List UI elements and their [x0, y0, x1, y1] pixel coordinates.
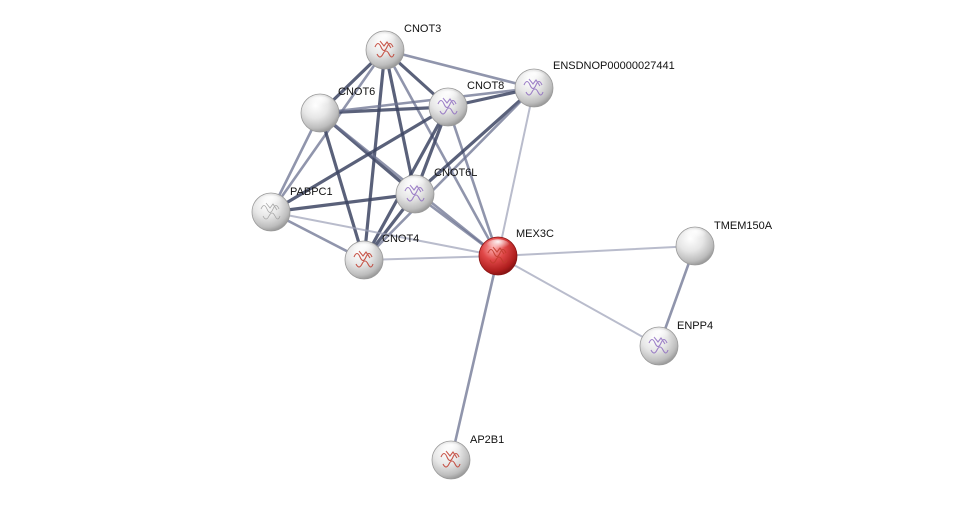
- edge-mex3c-ap2b1[interactable]: [449, 254, 500, 462]
- node-cnot8[interactable]: CNOT8: [428, 80, 504, 127]
- node-label: CNOT6: [338, 86, 375, 98]
- edge-cnot6-ensdnop00000027441[interactable]: [318, 86, 536, 115]
- node-pabpc1[interactable]: PABPC1: [251, 186, 333, 232]
- node-ensdnop00000027441[interactable]: ENSDNOP00000027441: [514, 60, 675, 108]
- edge-cnot4-mex3c[interactable]: [363, 255, 499, 261]
- node-tmem150a[interactable]: TMEM150A: [675, 220, 773, 266]
- edge-cnot3-mex3c[interactable]: [383, 48, 500, 258]
- node-label: CNOT6L: [434, 167, 477, 179]
- node-label: ENPP4: [677, 320, 713, 332]
- edge-pabpc1-mex3c[interactable]: [270, 211, 499, 257]
- node-highlight: [352, 243, 376, 256]
- edge-cnot3-cnot4[interactable]: [362, 48, 387, 262]
- node-cnot4[interactable]: CNOT4: [344, 233, 419, 280]
- edge-ensdnop00000027441-mex3c[interactable]: [497, 87, 535, 257]
- edge-cnot8-pabpc1[interactable]: [269, 105, 450, 214]
- node-highlight: [308, 96, 332, 109]
- node-cnot6l[interactable]: CNOT6L: [395, 167, 477, 214]
- edge-cnot3-pabpc1[interactable]: [269, 48, 387, 214]
- node-ap2b1[interactable]: AP2B1: [431, 434, 504, 480]
- node-highlight: [259, 195, 283, 208]
- edge-cnot6l-pabpc1[interactable]: [269, 192, 417, 214]
- node-highlight: [683, 229, 707, 242]
- edge-cnot3-cnot6l[interactable]: [383, 48, 417, 196]
- node-label: CNOT4: [382, 233, 419, 245]
- node-cnot6[interactable]: CNOT6: [300, 86, 375, 133]
- node-highlight: [439, 443, 463, 456]
- node-label: MEX3C: [516, 228, 554, 240]
- node-label: TMEM150A: [714, 220, 773, 232]
- edge-cnot8-mex3c[interactable]: [446, 105, 500, 258]
- node-label: ENSDNOP00000027441: [553, 60, 675, 72]
- edge-ensdnop00000027441-cnot6l[interactable]: [413, 86, 536, 196]
- edge-cnot6-cnot4[interactable]: [318, 111, 366, 262]
- edge-cnot6-cnot8[interactable]: [318, 105, 450, 115]
- edge-ensdnop00000027441-cnot4[interactable]: [362, 86, 536, 262]
- edge-mex3c-tmem150a[interactable]: [497, 245, 696, 257]
- node-highlight: [373, 33, 397, 46]
- edge-mex3c-enpp4[interactable]: [497, 255, 660, 347]
- node-highlight: [522, 71, 546, 84]
- node-highlight: [486, 239, 510, 252]
- node-label: PABPC1: [290, 186, 333, 198]
- node-enpp4[interactable]: ENPP4: [639, 320, 713, 366]
- node-highlight: [647, 329, 671, 342]
- node-highlight: [436, 90, 460, 103]
- node-mex3c[interactable]: MEX3C: [478, 228, 554, 276]
- node-highlight: [403, 177, 427, 190]
- node-label: AP2B1: [470, 434, 504, 446]
- node-cnot3[interactable]: CNOT3: [365, 23, 441, 70]
- node-label: CNOT3: [404, 23, 441, 35]
- edge-cnot3-ensdnop00000027441[interactable]: [383, 48, 536, 90]
- node-label: CNOT8: [467, 80, 504, 92]
